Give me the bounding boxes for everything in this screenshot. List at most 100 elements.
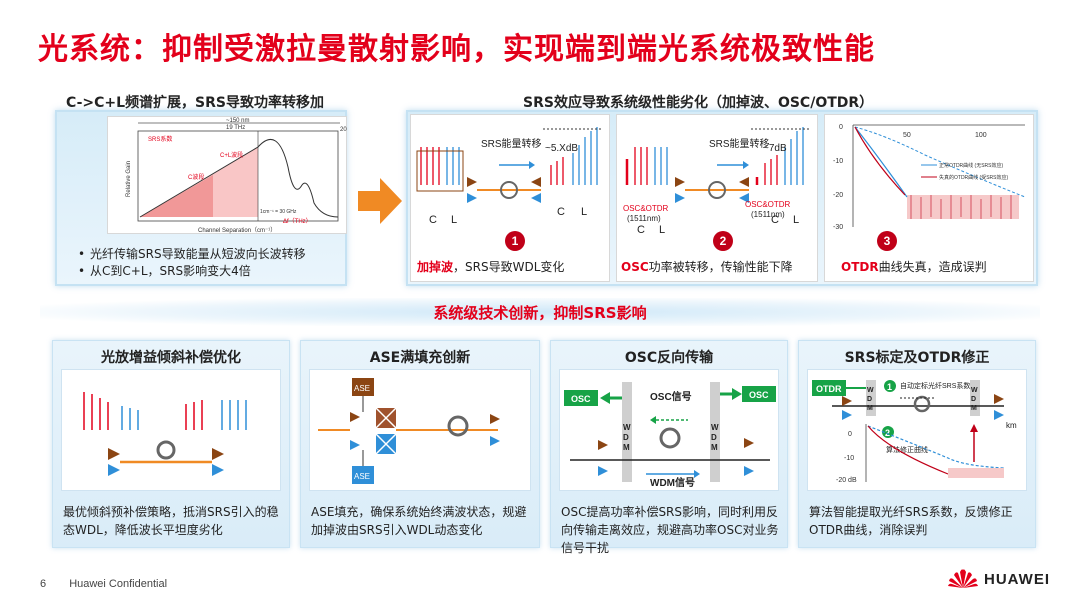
panel-text: 最优倾斜预补偿策略，抵消SRS引入的稳态WDL，降低波长平坦度劣化 [63,505,279,537]
card2-diagram: SRS能量转移 ~7dB OSC&OTDR (1511nm) OSC&OTDR … [623,127,809,236]
svg-text:OTDR: OTDR [816,384,842,394]
svg-text:OSC信号: OSC信号 [650,390,692,403]
svg-text:2: 2 [885,428,890,438]
svg-text:20: 20 [340,127,347,133]
panel-heading: OSC反向传输 [624,350,714,366]
svg-text:W: W [867,387,874,394]
svg-text:km: km [1006,421,1017,430]
svg-text:W: W [711,423,719,432]
svg-text:C波段: C波段 [188,173,204,181]
svg-text:M: M [623,443,630,452]
svg-text:ASE: ASE [354,472,370,481]
card1-diagram: SRS能量转移 ~5.XdB C L C L [416,127,601,226]
svg-text:OSC: OSC [571,394,591,404]
svg-text:-10: -10 [844,455,854,462]
svg-text:W: W [971,387,978,394]
card-osc: SRS能量转移 ~7dB OSC&OTDR (1511nm) OSC&OTDR … [616,114,818,282]
innovation-band [40,298,1040,326]
svg-text:19 THz: 19 THz [226,125,245,131]
svg-text:C+L波段: C+L波段 [220,151,243,159]
svg-text:自动定标光纤SRS系数: 自动定标光纤SRS系数 [900,381,970,390]
svg-text:正常OTDR曲线 (无SRS效应): 正常OTDR曲线 (无SRS效应) [939,162,1004,169]
svg-text:L: L [451,214,457,226]
panel-gain-tilt: 光放增益倾斜补偿优化 最优倾斜预补偿策略，抵消SRS引入的稳态WDL，降低波长平… [52,340,290,548]
badge-1: 1 [505,231,525,251]
svg-text:Channel Separation（cm⁻¹）: Channel Separation（cm⁻¹） [198,227,276,234]
svg-text:1: 1 [887,382,892,392]
innovation-band-text: 系统级技术创新，抑制SRS影响 [433,304,647,322]
page-number: 6 [40,578,47,590]
svg-text:50: 50 [903,132,911,139]
panel-text: ASE填充，确保系统始终满波状态，规避加掉波由SRS引入WDL动态变化 [311,505,527,537]
svg-text:失真的OTDR曲线 (受SRS效应): 失真的OTDR曲线 (受SRS效应) [939,174,1009,181]
huawei-logo: HUAWEI [948,568,1050,590]
page-title: 光系统：抑制受激拉曼散射影响，实现端到端光系统极致性能 [38,32,875,67]
svg-text:~5.XdB: ~5.XdB [545,143,578,154]
svg-text:L: L [581,206,587,218]
svg-text:~7dB: ~7dB [763,143,787,154]
svg-text:W: W [623,423,631,432]
panel-ase: ASE满填充创新 ASE ASE ASE填充，确保系统始终满波状态，规避加掉波由… [300,340,540,548]
panel-heading: ASE满填充创新 [369,350,471,366]
left-bullets: 光纤传输SRS导致能量从短波向长波转移 从C到C+L，SRS影响变大4倍 [78,246,306,280]
svg-text:L: L [659,224,665,236]
card2-caption: OSC功率被转移，传输性能下降 [621,260,793,274]
svg-text:(1511nm): (1511nm) [627,214,661,223]
panel-text: 算法智能提取光纤SRS系数，反馈修正OTDR曲线，消除误判 [809,505,1013,537]
panel-diagram [61,369,281,491]
bullet-item: 光纤传输SRS导致能量从短波向长波转移 [78,246,306,263]
panel-diagram: OSC OSC W D M W D M OSC信号 WDM信号 [559,369,779,491]
bullet-item: 从C到C+L，SRS影响变大4倍 [78,263,306,280]
svg-text:OSC&OTDR: OSC&OTDR [745,200,791,209]
huawei-flower-icon [948,569,978,588]
svg-text:(1511nm): (1511nm) [751,210,785,219]
panel-heading: 光放增益倾斜补偿优化 [101,350,241,366]
svg-text:0: 0 [848,431,852,438]
svg-text:M: M [867,405,873,412]
svg-text:L: L [793,214,799,226]
svg-text:Relative Gain: Relative Gain [126,161,132,197]
panel-text: OSC提高功率补偿SRS影响，同时利用反向传输走离效应，规避高功率OSC对业务信… [561,505,779,555]
svg-text:1cm⁻¹ = 30 GHz: 1cm⁻¹ = 30 GHz [260,209,297,215]
svg-text:M: M [711,443,718,452]
svg-text:D: D [867,396,872,403]
svg-text:100: 100 [975,132,987,139]
svg-text:C: C [557,206,565,218]
left-panel: ~150 nm 19 THz 20 SRS系数 C+L波段 C波段 1cm⁻¹ … [55,110,347,286]
svg-text:0: 0 [839,124,843,131]
svg-text:C: C [637,224,645,236]
svg-text:-30: -30 [833,224,843,231]
svg-text:-20: -20 [833,192,843,199]
card-add-drop: SRS能量转移 ~5.XdB C L C L 1 加掉波，SRS导致WDL变化 [410,114,610,282]
svg-text:SRS能量转移: SRS能量转移 [709,137,770,150]
left-section-heading: C->C+L频谱扩展，SRS导致功率转移加 [66,95,325,111]
svg-text:C: C [429,214,437,226]
panel-diagram: OTDR W D M W D M 1 自动定标光纤SRS系数 km 2 算法修正… [807,369,1027,491]
svg-text:算法修正曲线: 算法修正曲线 [886,445,928,454]
svg-text:OSC&OTDR: OSC&OTDR [623,204,669,213]
card3-caption: OTDR曲线失真，造成误判 [841,260,987,274]
svg-text:SRS系数: SRS系数 [148,135,172,143]
card3-diagram: 50 100 0 -10 -20 -30 正常OTDR曲线 (无SRS效应) 失… [833,124,1026,231]
srs-gain-svg: ~150 nm 19 THz 20 SRS系数 C+L波段 C波段 1cm⁻¹ … [126,118,347,234]
svg-text:D: D [971,396,976,403]
svg-text:SRS能量转移: SRS能量转移 [481,137,542,150]
footer: 6 Huawei Confidential [40,578,187,590]
svg-text:D: D [623,433,629,442]
svg-text:Δf（THz）: Δf（THz） [283,218,312,225]
svg-text:-10: -10 [833,158,843,165]
confidential-label: Huawei Confidential [69,578,168,590]
svg-text:C: C [771,214,779,226]
svg-text:ASE: ASE [354,384,370,393]
svg-text:WDM信号: WDM信号 [650,476,695,489]
panel-heading: SRS标定及OTDR修正 [844,350,990,366]
badge-3: 3 [877,231,897,251]
panel-srs-calib: SRS标定及OTDR修正 OTDR W D M W D M 1 自动定标光纤SR… [798,340,1036,548]
arrow-right-icon [358,178,402,224]
brand-name: HUAWEI [984,570,1050,588]
svg-text:M: M [971,405,977,412]
panel-osc-reverse: OSC反向传输 OSC OSC W D M W D M OSC信号 [550,340,788,555]
svg-text:~150 nm: ~150 nm [226,118,250,124]
svg-text:D: D [711,433,717,442]
panel-diagram: ASE ASE [309,369,531,491]
